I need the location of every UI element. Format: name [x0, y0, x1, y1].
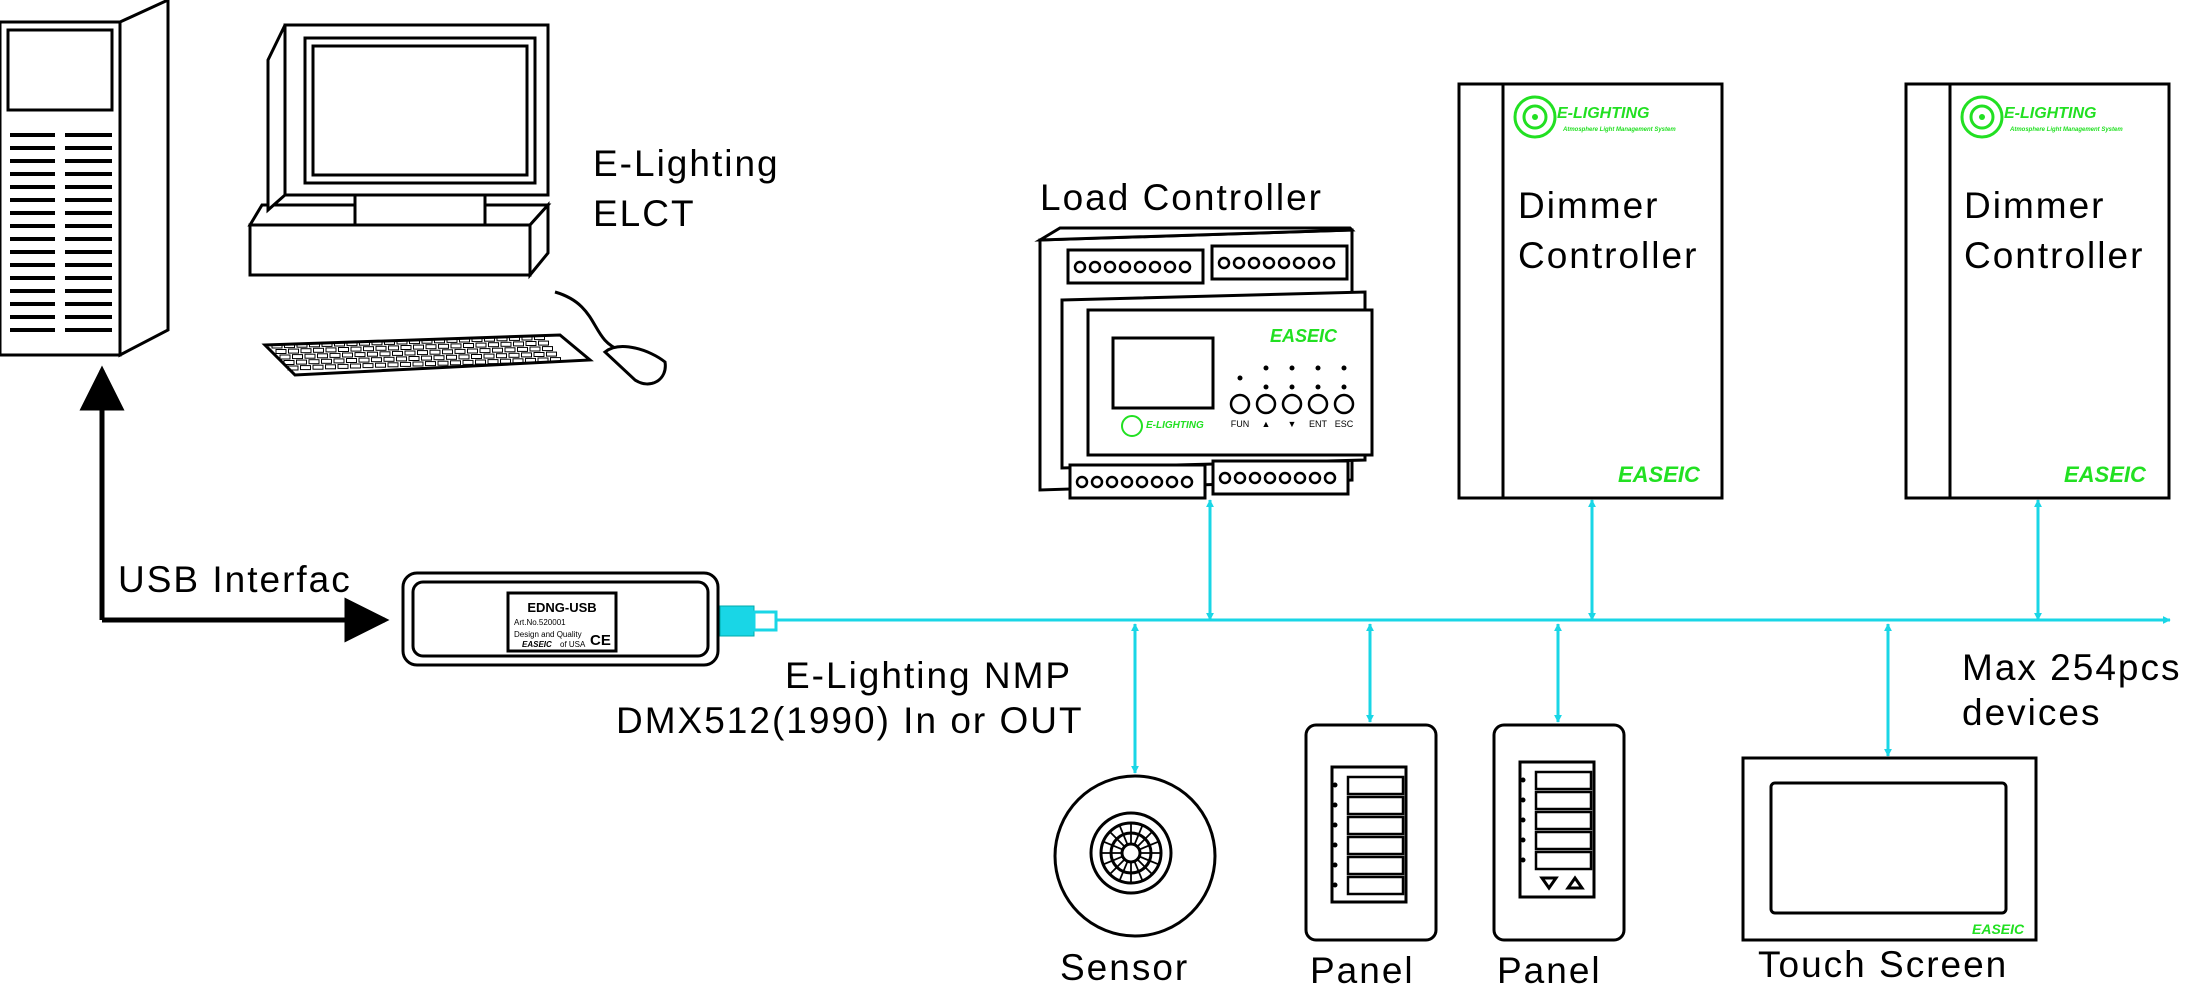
dimmer1-brand: EASEIC [1618, 462, 1701, 487]
dimmer2-brand: EASEIC [2064, 462, 2147, 487]
computer-label-line1: E-Lighting [593, 143, 780, 184]
usb-artno-text: Art.No.520001 [514, 618, 566, 627]
sensor-label: Sensor [1060, 947, 1189, 985]
dimmer2-logo-text: E-LIGHTING [2004, 105, 2096, 122]
dimmer1-tagline: Atmosphere Light Management System [1562, 127, 1676, 133]
touch-screen-device: EASEIC [1741, 756, 2038, 942]
usb-model-text: EDNG-USB [527, 600, 596, 615]
usb-ce-mark: CE [590, 632, 611, 649]
usb-origin-text: of USA [560, 640, 586, 649]
load-controller-button-label: ENT [1309, 419, 1328, 429]
sensor-device [1053, 774, 1217, 938]
max-devices-line2: devices [1962, 692, 2101, 733]
nmp-label-line1: E-Lighting NMP [785, 655, 1072, 696]
touch-screen-label: Touch Screen [1758, 944, 2008, 985]
dimmer1-logo-icon [1513, 95, 1557, 139]
load-controller-device: EASEIC E-LIGHTING FUN ▲ ▼ ENT ESC [1034, 226, 1374, 500]
pc-tower [0, 0, 170, 358]
panel2-label: Panel [1497, 950, 1602, 985]
usb-brand-text: EASEIC [522, 640, 552, 649]
computer-label-line2: ELCT [593, 193, 696, 234]
dimmer2-logo-icon [1960, 95, 2004, 139]
dimmer2-label-line1: Dimmer [1964, 185, 2105, 226]
load-controller-button-label: FUN [1231, 419, 1250, 429]
panel-1-device [1304, 723, 1438, 942]
load-controller-brand: EASEIC [1270, 326, 1338, 346]
dimmer-controller-2: E-LIGHTING Atmosphere Light Management S… [1904, 82, 2171, 500]
dimmer1-logo-text: E-LIGHTING [1557, 105, 1649, 122]
usb-interface-label: USB Interfac [118, 559, 352, 600]
load-controller-button-label: ▲ [1262, 419, 1271, 429]
usb-interface-device: EDNG-USB Art.No.520001 Design and Qualit… [401, 571, 778, 667]
touch-screen-brand: EASEIC [1972, 921, 2025, 937]
load-controller-logo: E-LIGHTING [1146, 420, 1204, 431]
load-controller-label: Load Controller [1040, 177, 1323, 218]
load-controller-button-label: ▼ [1288, 419, 1297, 429]
panel1-label: Panel [1310, 950, 1415, 985]
computer-keyboard [261, 290, 667, 386]
dimmer2-tagline: Atmosphere Light Management System [2009, 127, 2123, 133]
dimmer1-label-line2: Controller [1518, 235, 1698, 276]
dimmer1-label-line1: Dimmer [1518, 185, 1659, 226]
usb-design-text: Design and Quality [514, 630, 582, 639]
load-controller-button-label: ESC [1335, 419, 1354, 429]
panel-2-device [1492, 723, 1626, 942]
dimmer2-label-line2: Controller [1964, 235, 2144, 276]
dimmer-controller-1: E-LIGHTING Atmosphere Light Management S… [1457, 82, 1724, 500]
computer-monitor [247, 23, 552, 280]
nmp-label-line2: DMX512(1990) In or OUT [616, 700, 1084, 741]
max-devices-line1: Max 254pcs [1962, 647, 2182, 688]
